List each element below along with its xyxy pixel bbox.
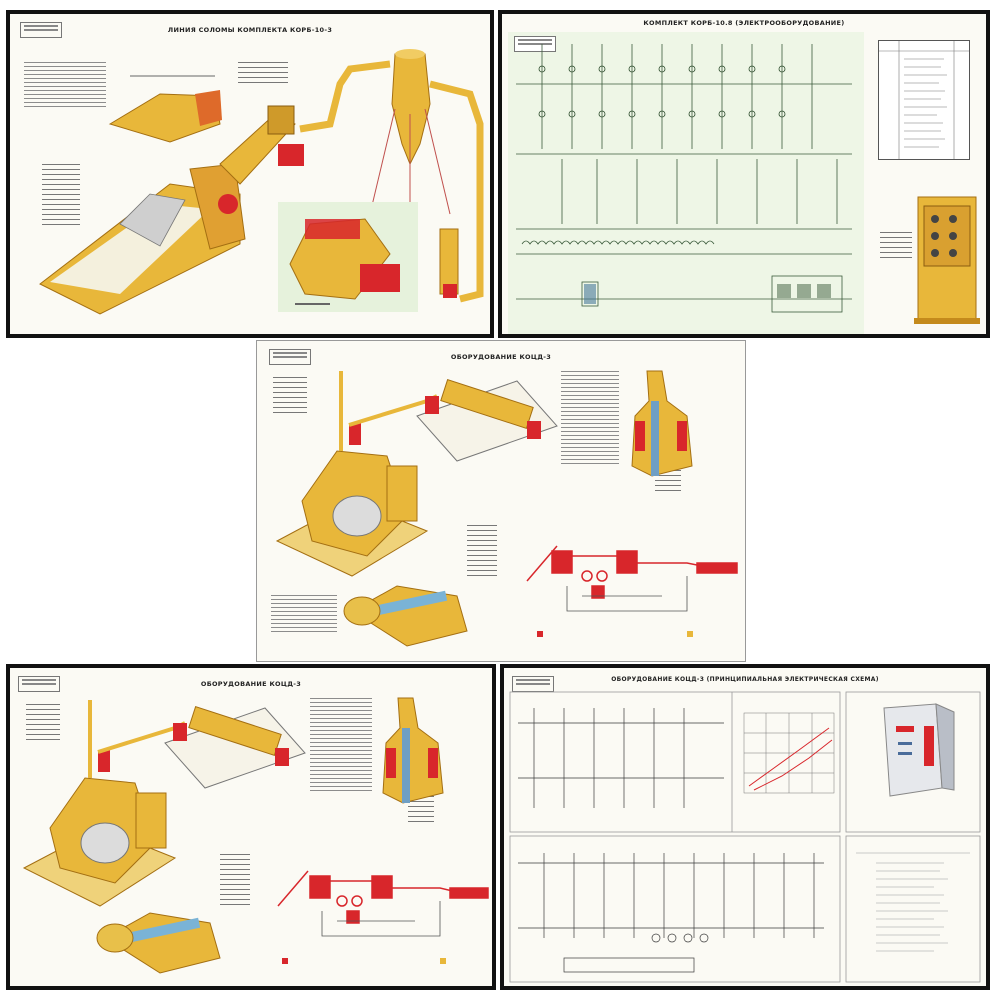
description-text	[24, 62, 106, 110]
spec-table	[271, 595, 337, 635]
poster-title: КОМПЛЕКТ КОРБ-10.8 (ЭЛЕКТРООБОРУДОВАНИЕ)	[643, 19, 845, 27]
kotsd-illustration	[275, 370, 738, 647]
circuit-diagram	[508, 32, 864, 334]
legend-list	[273, 377, 307, 417]
poster-electrical-equipment: КОМПЛЕКТ КОРБ-10.8 (ЭЛЕКТРООБОРУДОВАНИЕ)	[498, 10, 990, 338]
poster-stamp	[269, 349, 311, 365]
poster-straw-line: ЛИНИЯ СОЛОМЫ КОМПЛЕКТА КОРБ-10-3	[6, 10, 494, 338]
poster-stamp	[514, 36, 556, 52]
description-text	[561, 371, 619, 467]
poster-kotsd-equipment: ОБОРУДОВАНИЕ КОЦД-3	[6, 664, 496, 990]
poster-kotsd-equipment-middle: ОБОРУДОВАНИЕ КОЦД-3	[256, 340, 746, 662]
poster-stamp	[20, 22, 62, 38]
poster-stamp	[512, 676, 554, 692]
poster-title: ОБОРУДОВАНИЕ КОЦД-3	[450, 353, 552, 361]
poster-kotsd-schematic: ОБОРУДОВАНИЕ КОЦД-3 (ПРИНЦИПИАЛЬНАЯ ЭЛЕК…	[500, 664, 990, 990]
legend-list	[220, 854, 250, 909]
straw-line-illustration	[39, 49, 484, 315]
description-text	[310, 698, 372, 794]
legend-list	[467, 525, 497, 580]
circuit-lines	[516, 44, 852, 313]
legend-list	[26, 704, 60, 744]
schematic-panels	[509, 691, 981, 983]
poster-title: ОБОРУДОВАНИЕ КОЦД-3	[200, 680, 302, 688]
poster-title: ОБОРУДОВАНИЕ КОЦД-3 (ПРИНЦИПИАЛЬНАЯ ЭЛЕК…	[611, 676, 879, 683]
legend-list	[238, 62, 288, 87]
poster-title: ЛИНИЯ СОЛОМЫ КОМПЛЕКТА КОРБ-10-3	[167, 26, 333, 34]
legend-list	[42, 164, 80, 229]
component-table	[878, 40, 970, 160]
poster-stamp	[18, 676, 60, 692]
legend-list	[880, 232, 912, 262]
kotsd-illustration	[22, 697, 489, 974]
